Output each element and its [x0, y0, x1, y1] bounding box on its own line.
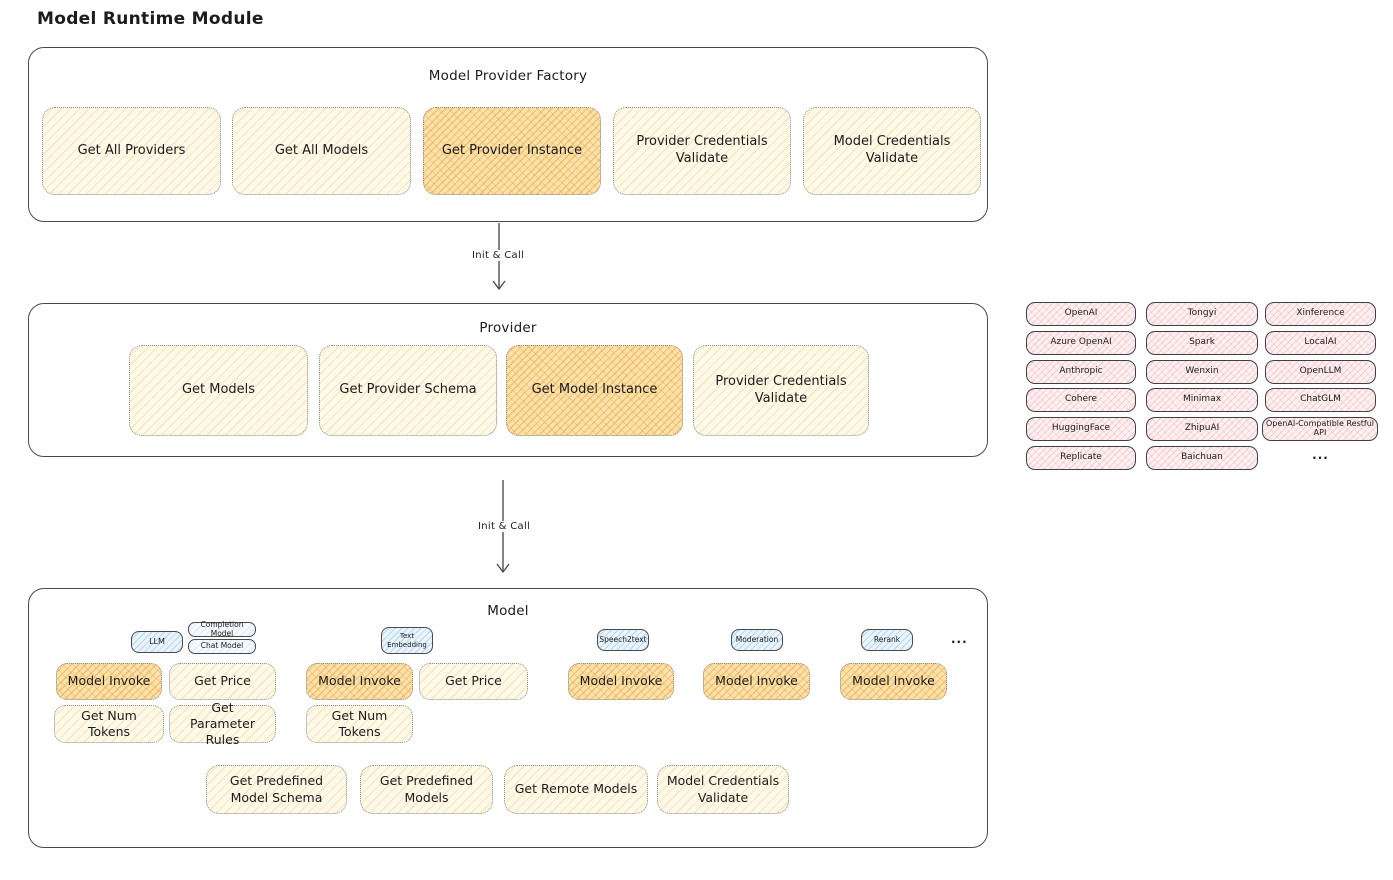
provider-chip-huggingface: HuggingFace	[1026, 417, 1136, 441]
provider-chip-baichuan: Baichuan	[1146, 446, 1258, 470]
provider-section-title: Provider	[479, 320, 537, 336]
factory-section: Model Provider Factory Get All Providers…	[28, 47, 988, 222]
type-badge-moderation: Moderation	[731, 629, 783, 651]
model-section-title: Model	[487, 603, 529, 619]
provider-chip-openai-compatible: OpenAI-Compatible Restful API	[1262, 417, 1378, 441]
provider-chip-localai: LocalAI	[1265, 331, 1376, 355]
node-llm-model-invoke: Model Invoke	[56, 663, 162, 700]
init-call-label-1: Init & Call	[468, 250, 529, 261]
node-llm-get-num-tokens: Get Num Tokens	[54, 705, 164, 743]
node-get-predefined-models: Get Predefined Models	[360, 765, 493, 814]
node-llm-get-parameter-rules: Get Parameter Rules	[169, 700, 276, 747]
type-badge-rerank: Rerank	[861, 629, 913, 651]
type-badge-chat-model: Chat Model	[188, 639, 256, 654]
provider-chip-minimax: Minimax	[1146, 388, 1258, 412]
type-badge-completion-model: Completion Model	[188, 620, 256, 637]
provider-chip-anthropic: Anthropic	[1026, 360, 1136, 384]
provider-chip-openllm: OpenLLM	[1265, 360, 1376, 384]
provider-chip-zhipuai: ZhipuAI	[1146, 417, 1258, 441]
node-rerank-model-invoke: Model Invoke	[840, 663, 947, 700]
node-provider-credentials-validate: Provider Credentials Validate	[613, 107, 791, 195]
provider-chip-tongyi: Tongyi	[1146, 302, 1258, 326]
factory-section-title: Model Provider Factory	[428, 68, 588, 84]
node-model-credentials-validate-2: Model Credentials Validate	[657, 765, 789, 814]
node-get-provider-schema: Get Provider Schema	[319, 345, 497, 436]
provider-chip-replicate: Replicate	[1026, 446, 1136, 470]
node-get-provider-instance: Get Provider Instance	[423, 107, 601, 195]
page-title: Model Runtime Module	[37, 9, 264, 29]
provider-section: Provider Get Models Get Provider Schema …	[28, 303, 1004, 473]
type-badge-speech2text: Speech2text	[597, 629, 649, 651]
node-embedding-model-invoke: Model Invoke	[306, 663, 413, 700]
node-get-predefined-model-schema: Get Predefined Model Schema	[206, 765, 347, 814]
provider-chip-openai: OpenAI	[1026, 302, 1136, 326]
provider-chip-spark: Spark	[1146, 331, 1258, 355]
provider-grid-ellipsis: ...	[1312, 448, 1329, 462]
node-get-all-providers: Get All Providers	[42, 107, 221, 195]
node-get-all-models: Get All Models	[232, 107, 411, 195]
node-model-credentials-validate: Model Credentials Validate	[803, 107, 981, 195]
provider-chip-xinference: Xinference	[1265, 302, 1376, 326]
node-get-models: Get Models	[129, 345, 308, 436]
init-call-label-2: Init & Call	[474, 521, 535, 532]
node-provider-credentials-validate-2: Provider Credentials Validate	[693, 345, 869, 436]
provider-chip-azure-openai: Azure OpenAI	[1026, 331, 1136, 355]
node-get-remote-models: Get Remote Models	[504, 765, 648, 814]
provider-chip-chatglm: ChatGLM	[1265, 388, 1376, 412]
node-moderation-model-invoke: Model Invoke	[703, 663, 810, 700]
provider-chip-cohere: Cohere	[1026, 388, 1136, 412]
node-embedding-get-num-tokens: Get Num Tokens	[306, 705, 413, 743]
type-badge-llm: LLM	[131, 631, 183, 653]
model-types-ellipsis: ...	[951, 632, 968, 646]
type-badge-text-embedding: Text Embedding	[381, 627, 433, 654]
node-speech2text-model-invoke: Model Invoke	[568, 663, 674, 700]
provider-chip-wenxin: Wenxin	[1146, 360, 1258, 384]
node-embedding-get-price: Get Price	[419, 663, 528, 700]
node-get-model-instance: Get Model Instance	[506, 345, 683, 436]
node-llm-get-price: Get Price	[169, 663, 276, 700]
model-section: Model LLM Completion Model Chat Model Te…	[28, 588, 1004, 864]
